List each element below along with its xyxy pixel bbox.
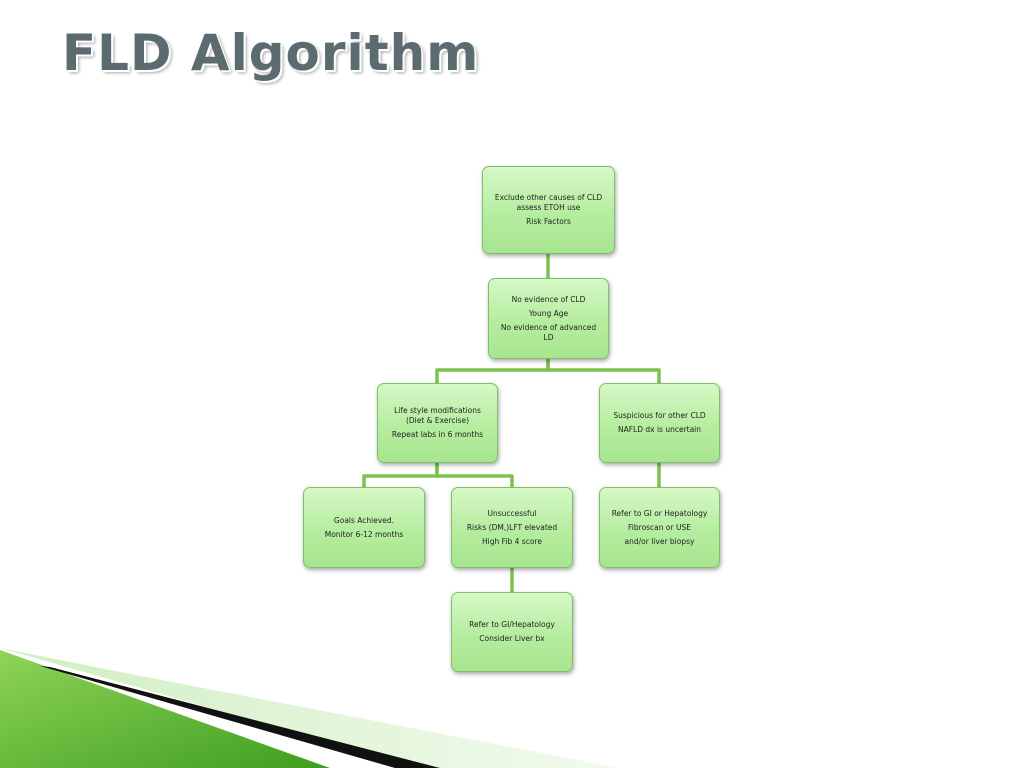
node-line: Suspicious for other CLD (613, 411, 706, 420)
node-exclude-other-causes: Exclude other causes of CLD assess ETOH … (482, 166, 615, 254)
node-line: NAFLD dx is uncertain (617, 425, 702, 434)
node-line: Risk Factors (526, 217, 571, 226)
node-line: Refer to GI/Hepatology (469, 620, 555, 629)
node-line: High Fib 4 score (482, 536, 542, 546)
node-refer-to-gi-or-hepatology: Refer to GI or Hepatology Fibroscan or U… (599, 487, 720, 568)
node-line: Repeat labs in 6 months (391, 430, 484, 439)
node-line: No evidence of advanced LD (500, 322, 597, 342)
node-line: Goals Achieved. (333, 515, 395, 525)
node-line: Fibroscan or USE (628, 522, 691, 532)
slide-title: FLD Algorithm (62, 24, 480, 82)
node-line: Life style modifications (Diet & Exercis… (394, 406, 481, 425)
node-no-evidence-of-cld: No evidence of CLD Young Age No evidence… (488, 278, 609, 359)
node-refer-to-gi-hepatology-biopsy: Refer to GI/Hepatology Consider Liver bx (451, 592, 573, 672)
node-unsuccessful: Unsuccessful Risks (DM,)LFT elevated Hig… (451, 487, 573, 568)
swoosh-green (0, 650, 330, 768)
connector-lifestyle-to-unsuccessful (435, 463, 514, 487)
node-suspicious-for-other-cld: Suspicious for other CLD NAFLD dx is unc… (599, 383, 720, 463)
node-line: No evidence of CLD (511, 294, 586, 304)
connector-no-evidence-to-suspicious (546, 359, 661, 383)
node-line: Monitor 6-12 months (324, 529, 404, 539)
node-line: Exclude other causes of CLD assess ETOH … (494, 193, 603, 212)
connector-no-evidence-to-lifestyle (435, 359, 550, 383)
node-line: and/or liver biopsy (624, 536, 695, 546)
node-line: Consider Liver bx (479, 634, 545, 643)
swoosh-black (40, 666, 440, 768)
node-line: Refer to GI or Hepatology (611, 508, 708, 518)
node-line: Risks (DM,)LFT elevated (466, 522, 558, 532)
connector-lifestyle-to-goals (362, 463, 439, 487)
node-goals-achieved: Goals Achieved. Monitor 6-12 months (303, 487, 425, 568)
node-line: Unsuccessful (487, 508, 537, 518)
node-lifestyle-modifications: Life style modifications (Diet & Exercis… (377, 383, 498, 463)
node-line: Young Age (528, 308, 569, 318)
